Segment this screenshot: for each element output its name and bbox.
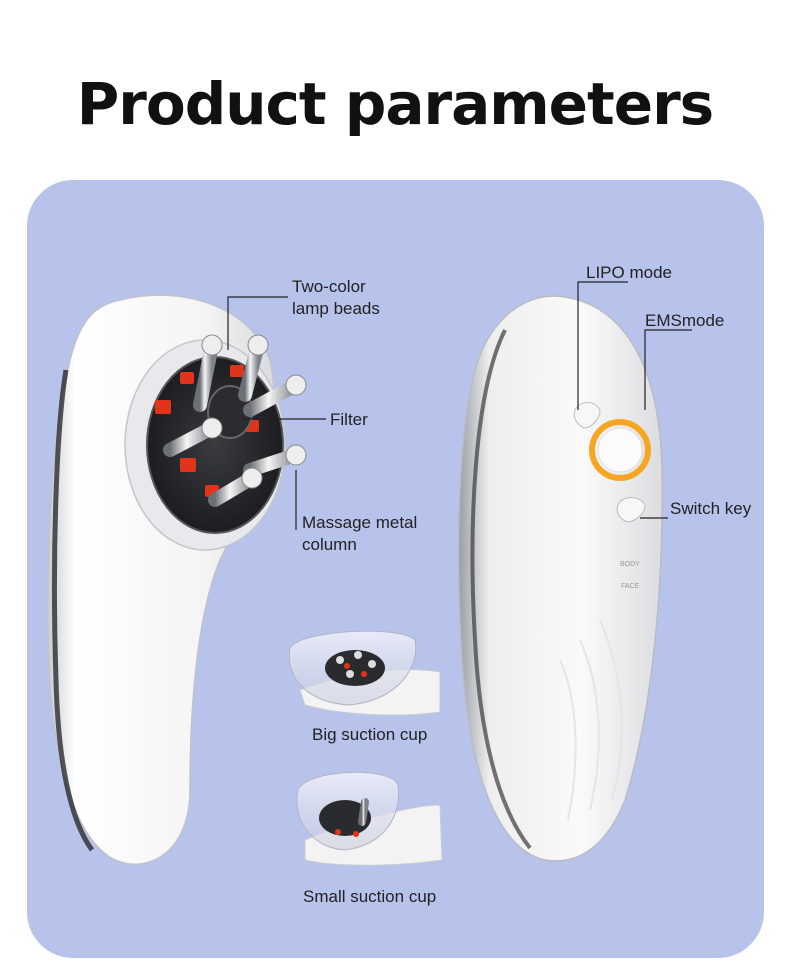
filter-label: Filter xyxy=(330,410,368,429)
two-color-lamp-beads-label: Two-color lamp beads xyxy=(292,276,380,320)
face-mode-indicator: FACE xyxy=(621,583,640,590)
big-suction-cup-label: Big suction cup xyxy=(312,725,428,744)
two-color-label-line1: Two-color xyxy=(292,277,366,296)
massage-label-line2: column xyxy=(302,535,357,554)
page-title: Product parameters xyxy=(76,70,714,138)
body-mode-indicator: BODY xyxy=(620,561,640,568)
metal-columns xyxy=(163,334,307,507)
small-suction-cup-illustration xyxy=(296,771,443,866)
ems-mode-label: EMSmode xyxy=(645,311,725,330)
two-color-label-line2: lamp beads xyxy=(292,299,380,318)
massage-label-line1: Massage metal xyxy=(302,513,418,532)
right-device xyxy=(411,281,692,862)
massage-metal-column-label: Massage metal column xyxy=(302,512,417,556)
lipo-mode-label: LIPO mode xyxy=(586,263,672,282)
switch-key-label: Switch key xyxy=(670,499,752,518)
big-suction-cup-illustration xyxy=(288,630,441,716)
small-suction-cup-label: Small suction cup xyxy=(303,887,437,906)
left-device xyxy=(46,294,326,865)
